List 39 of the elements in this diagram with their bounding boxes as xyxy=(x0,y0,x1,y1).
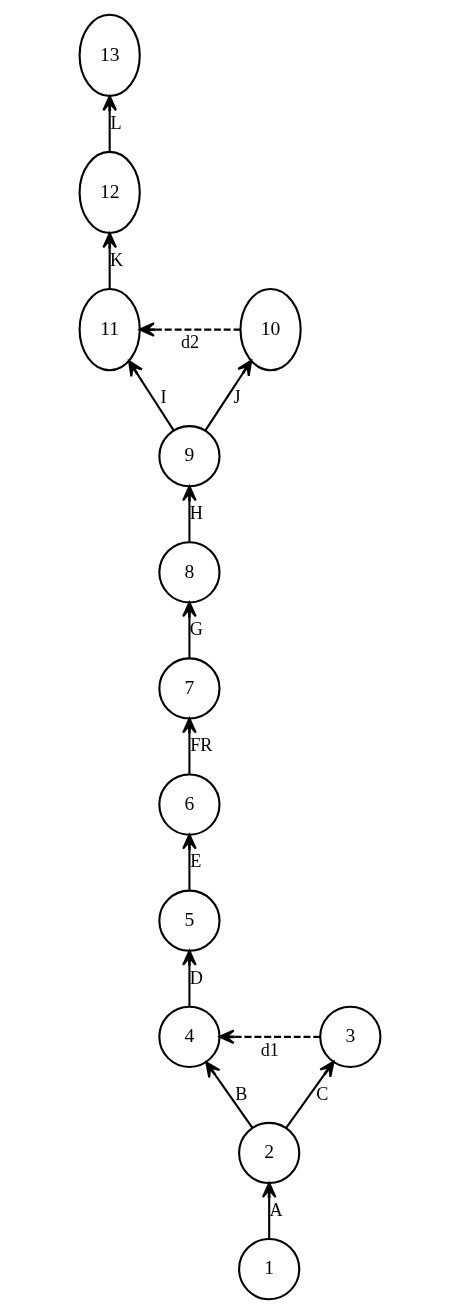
arrow xyxy=(181,601,197,658)
arrow xyxy=(181,949,197,1007)
arrow xyxy=(181,833,197,891)
edge-label: d2 xyxy=(180,332,199,353)
edge-label: B xyxy=(234,1083,247,1104)
node-circle: 8 xyxy=(157,541,221,604)
arrow xyxy=(261,1182,277,1239)
node-ellipse: 13 xyxy=(78,13,141,97)
node-circle: 6 xyxy=(157,773,221,836)
node-circle: 3 xyxy=(318,1005,381,1068)
edge-label: J xyxy=(232,386,241,407)
edge-label: C xyxy=(315,1083,328,1104)
arrow xyxy=(285,1060,334,1129)
arrow xyxy=(138,322,240,337)
node-ellipse: 11 xyxy=(78,288,141,372)
edge-label: L xyxy=(109,112,122,133)
edge-label: d1 xyxy=(260,1039,279,1060)
node-ellipse: 10 xyxy=(238,288,302,372)
arrow xyxy=(181,485,197,542)
node-circle: 1 xyxy=(237,1238,300,1301)
arrow xyxy=(127,360,175,431)
edge-label: H xyxy=(189,503,203,524)
edge-label: D xyxy=(189,967,203,988)
edge-label: E xyxy=(189,851,201,872)
edge-label: I xyxy=(160,386,167,407)
arrow xyxy=(204,1061,253,1129)
node-circle: 5 xyxy=(157,889,221,952)
arrow xyxy=(204,359,252,431)
arrow xyxy=(101,95,117,152)
node-circle: 7 xyxy=(157,657,221,720)
node-circle: 2 xyxy=(237,1121,300,1185)
arrow xyxy=(218,1029,320,1045)
edge-label: FR xyxy=(189,735,212,756)
edge-label: G xyxy=(189,619,203,640)
node-circle: 4 xyxy=(157,1005,221,1068)
node-ellipse: 12 xyxy=(78,150,141,235)
node-circle: 9 xyxy=(157,425,221,488)
edge-label: A xyxy=(269,1199,283,1220)
arrow xyxy=(181,717,197,774)
